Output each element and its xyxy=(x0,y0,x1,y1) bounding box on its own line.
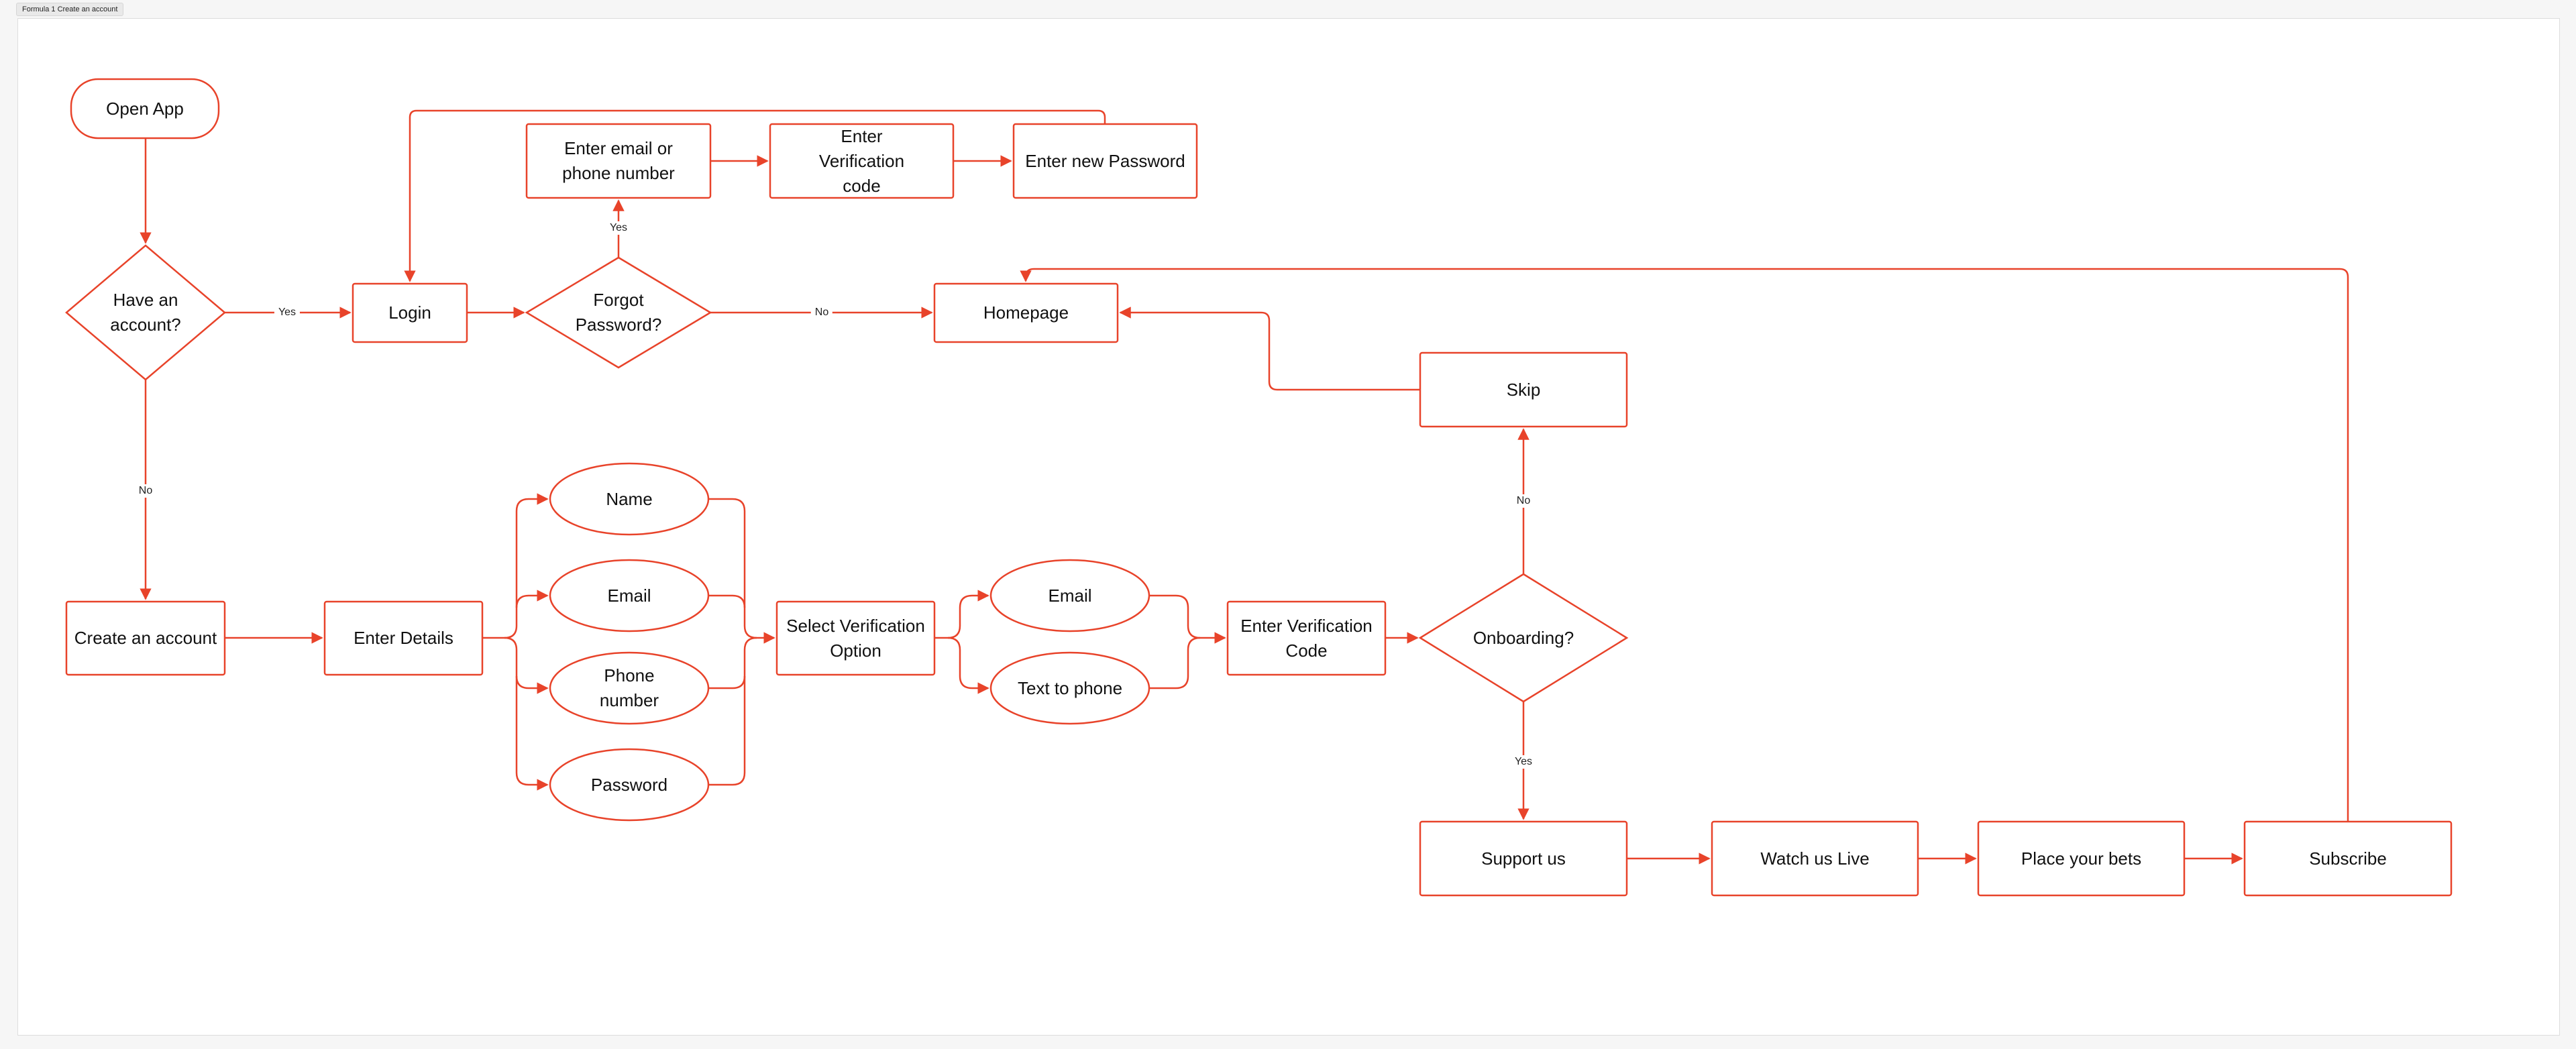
edge-subscribe-to-homepage xyxy=(1020,268,2349,822)
node-enter-details[interactable]: Enter Details xyxy=(354,628,453,648)
node-email-detail[interactable]: Email xyxy=(607,585,651,606)
edge-select-fan xyxy=(934,590,989,639)
edge-label-onboarding-yes: Yes xyxy=(1510,755,1537,769)
edge-label-have-yes: Yes xyxy=(274,306,301,319)
edge-label-onboarding-no: No xyxy=(1512,494,1535,508)
node-enter-verification-signup[interactable]: Enter Verification Code xyxy=(1240,615,1373,661)
node-email-option[interactable]: Email xyxy=(1048,585,1092,606)
edge-details-merge xyxy=(708,498,775,644)
edge-option-merge xyxy=(1149,594,1226,644)
forgot-password-shape xyxy=(525,256,712,369)
node-enter-email-phone[interactable]: Enter email or phone number xyxy=(562,138,675,183)
flowchart-frame xyxy=(17,18,2560,1036)
edge-label-forgot-no: No xyxy=(810,306,833,319)
node-enter-new-password[interactable]: Enter new Password xyxy=(1025,150,1185,171)
node-subscribe[interactable]: Subscribe xyxy=(2309,848,2387,869)
edge-label-forgot-yes: Yes xyxy=(605,221,632,235)
node-forgot-password[interactable]: Forgot Password? xyxy=(575,290,662,335)
node-watch-live[interactable]: Watch us Live xyxy=(1760,848,1870,869)
node-create-account[interactable]: Create an account xyxy=(74,628,217,648)
node-onboarding[interactable]: Onboarding? xyxy=(1472,627,1574,648)
node-select-verification[interactable]: Select Verification Option xyxy=(786,615,925,661)
node-login[interactable]: Login xyxy=(388,302,431,323)
edge-details-fan xyxy=(482,493,549,639)
node-enter-verification-login[interactable]: Enter Verification code xyxy=(818,125,905,196)
homepage-shape xyxy=(933,282,1119,343)
node-support-us[interactable]: Support us xyxy=(1481,848,1566,869)
node-have-account[interactable]: Have an account? xyxy=(110,290,181,335)
node-password[interactable]: Password xyxy=(590,774,668,795)
node-phone-number[interactable]: Phone number xyxy=(599,665,659,710)
frame-title-tab[interactable]: Formula 1 Create an account xyxy=(16,3,124,16)
edge-skip-to-homepage xyxy=(1119,307,1420,391)
node-skip[interactable]: Skip xyxy=(1506,379,1541,400)
node-homepage[interactable]: Homepage xyxy=(983,302,1069,323)
node-name[interactable]: Name xyxy=(606,488,653,509)
node-text-to-phone[interactable]: Text to phone xyxy=(1017,677,1123,698)
node-place-bets[interactable]: Place your bets xyxy=(2021,848,2142,869)
edge-newpass-to-login xyxy=(404,109,1106,282)
edge-label-have-no: No xyxy=(134,484,157,498)
node-open-app[interactable]: Open App xyxy=(106,98,184,119)
